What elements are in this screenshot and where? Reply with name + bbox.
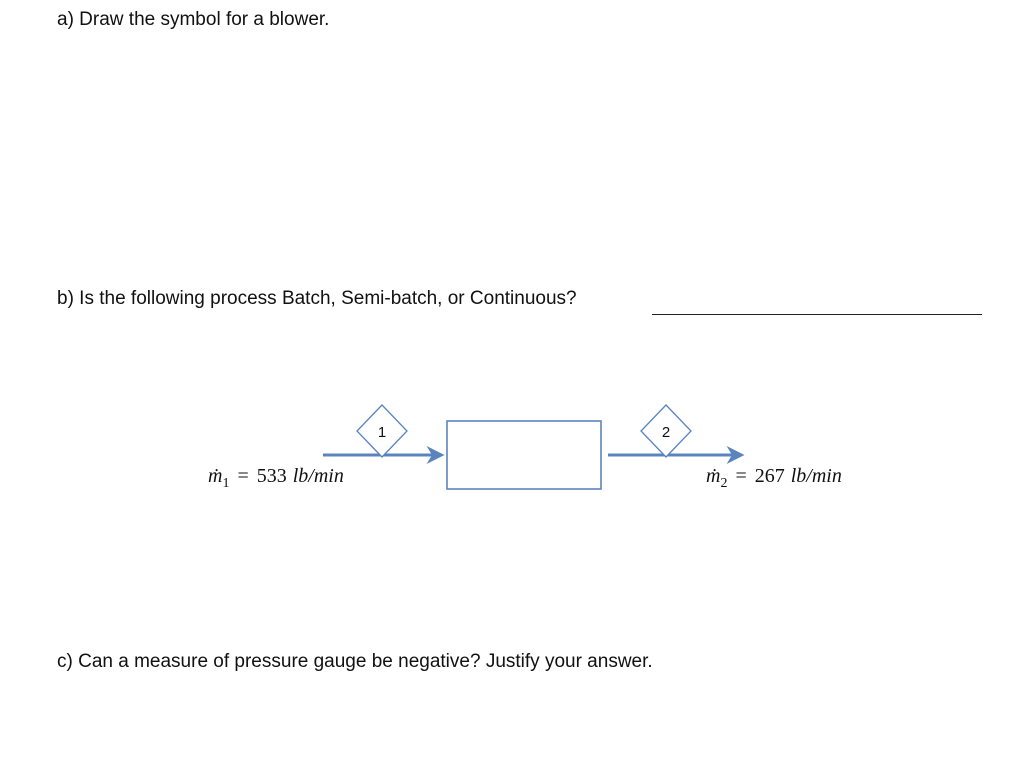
stream-2-value: 267 <box>755 465 785 487</box>
stream-1-diamond <box>356 404 408 458</box>
stream-1-subscript: 1 <box>222 476 229 491</box>
question-b: b) Is the following process Batch, Semi-… <box>57 288 577 309</box>
stream-2-tag: 2 <box>640 404 692 458</box>
process-unit-box <box>446 420 602 490</box>
stream-2-diamond <box>640 404 692 458</box>
stream-1-value: 533 <box>257 465 287 487</box>
stream-2-subscript: 2 <box>720 476 727 491</box>
answer-line-b[interactable] <box>652 314 982 315</box>
stream-1-number: 1 <box>378 424 386 441</box>
stream-1-tag: 1 <box>356 404 408 458</box>
stream-2-unit: lb/min <box>791 465 842 487</box>
stream-1-unit: lb/min <box>293 465 344 487</box>
stream-2-symbol: ṁ <box>706 465 720 487</box>
question-a: a) Draw the symbol for a blower. <box>57 9 330 30</box>
stream-1-symbol: ṁ <box>208 465 222 487</box>
stream-2-number: 2 <box>662 424 670 441</box>
question-c: c) Can a measure of pressure gauge be ne… <box>57 651 653 672</box>
stream-1-equals: = <box>237 465 248 487</box>
stream-2-equals: = <box>735 465 746 487</box>
stream-1-flow-label: ṁ1 = 533 lb/min <box>208 465 344 491</box>
stream-2-flow-label: ṁ2 = 267 lb/min <box>706 465 842 491</box>
